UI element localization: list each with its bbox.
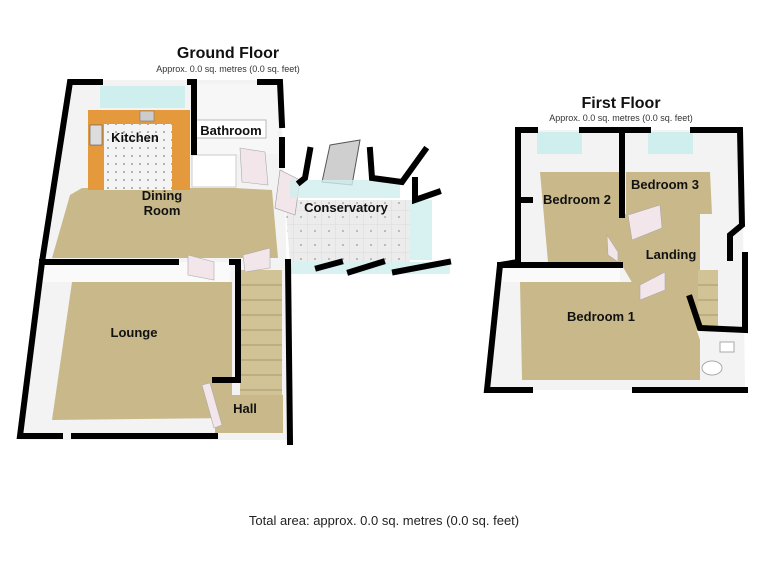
first-floor-title: First Floor xyxy=(581,95,660,112)
front-door[interactable] xyxy=(201,382,223,429)
conservatory-outer-door[interactable] xyxy=(321,139,361,186)
conservatory-floor xyxy=(285,200,410,262)
sink-icon xyxy=(139,110,155,122)
room-label-conservatory: Conservatory xyxy=(304,200,389,215)
bathroom-door[interactable] xyxy=(239,147,269,186)
first-floor-black-walls xyxy=(483,127,748,393)
bathroom-wall-block xyxy=(191,154,237,188)
room-label-landing: Landing xyxy=(646,247,697,262)
room-label-bathroom: Bathroom xyxy=(200,123,261,138)
first-floor-stairs xyxy=(698,270,718,330)
room-label-bedroom-3: Bedroom 3 xyxy=(631,177,699,192)
stair-door[interactable] xyxy=(242,247,271,273)
bedroom-1-floor xyxy=(520,282,700,380)
first-floor-plan: First Floor Approx. 0.0 sq. metres (0.0 … xyxy=(483,95,748,393)
toilet-icon xyxy=(701,360,723,376)
kitchen-window xyxy=(100,86,185,108)
bedroom-3-window xyxy=(648,132,693,154)
first-floor-area: Approx. 0.0 sq. metres (0.0 sq. feet) xyxy=(549,113,693,123)
dining-room-floor xyxy=(52,188,278,258)
bedroom-3-floor xyxy=(626,172,712,214)
bedroom-1-back-wall xyxy=(500,268,620,282)
total-area: Total area: approx. 0.0 sq. metres (0.0 … xyxy=(248,513,520,528)
lounge-floor xyxy=(52,282,232,420)
basin-icon xyxy=(719,341,735,353)
room-label-kitchen: Kitchen xyxy=(111,130,159,145)
bathroom-floor xyxy=(194,84,278,154)
ground-floor-black-walls xyxy=(16,79,452,446)
lounge-back-wall xyxy=(40,262,230,282)
room-label-hall: Hall xyxy=(233,401,257,416)
room-label-bedroom-2: Bedroom 2 xyxy=(543,192,611,207)
ground-floor-plan: Ground Floor Approx. 0.0 sq. metres (0.0… xyxy=(16,45,452,446)
room-label-bedroom-1: Bedroom 1 xyxy=(567,309,635,324)
room-label-dining-room: Dining Room xyxy=(141,188,183,218)
bedroom-2-window xyxy=(537,132,582,154)
ground-floor-title: Ground Floor xyxy=(177,45,279,62)
bedroom-2-floor xyxy=(540,172,622,262)
kitchen-worktop xyxy=(88,110,190,190)
bedroom-3-door[interactable] xyxy=(627,204,663,241)
lounge-door[interactable] xyxy=(187,254,215,281)
kitchen-floor xyxy=(104,124,172,190)
hall-floor xyxy=(215,395,283,433)
bedroom-1-door[interactable] xyxy=(639,271,666,301)
hob-icon xyxy=(89,124,103,146)
room-label-dining-room-box: Dining Room xyxy=(141,188,183,218)
ground-floor-area: Approx. 0.0 sq. metres (0.0 sq. feet) xyxy=(156,64,300,74)
room-label-lounge: Lounge xyxy=(111,325,158,340)
